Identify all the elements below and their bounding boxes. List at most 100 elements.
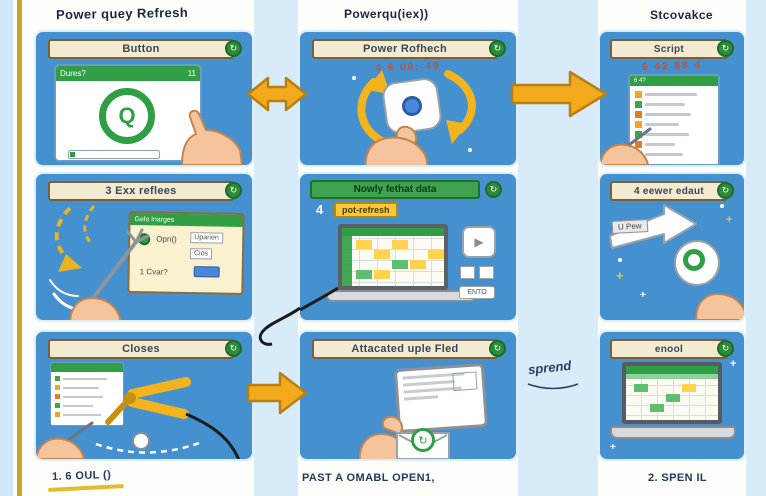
- item-icon: [635, 140, 642, 148]
- u-pew-tag: U Pew: [611, 219, 648, 234]
- item-line: [645, 142, 675, 146]
- panel-script: Script ↻ 6 42 88 4 6 4?: [598, 30, 746, 167]
- sparkle-icon: +: [610, 442, 616, 453]
- window-titlebar: 6 4?: [630, 76, 718, 86]
- sheet-header-row: [626, 366, 718, 374]
- play-tile: ▶: [462, 226, 496, 258]
- script-window: 6 4?: [628, 74, 720, 165]
- item-icon: [55, 385, 60, 390]
- list-item: [635, 90, 713, 98]
- holding-hand: [695, 293, 744, 320]
- panel-title: 3 Exx reflees: [48, 181, 234, 201]
- item-icon: [635, 100, 642, 108]
- item-line: [63, 395, 103, 398]
- strip-label-text: Nowly fethat data: [353, 184, 437, 195]
- item-line: [63, 404, 93, 407]
- option-upariens: Uparien: [190, 232, 223, 244]
- caption-center: PAST A OMABL OPEN1,: [302, 472, 435, 484]
- ento-button: ENTO: [459, 286, 495, 299]
- panel-title: Closes: [48, 339, 234, 359]
- doc-line: [403, 395, 439, 401]
- sheet-cell: [650, 404, 664, 412]
- sparkle-icon: +: [726, 214, 733, 226]
- item-line: [63, 413, 101, 416]
- ento-label: ENTO: [467, 289, 487, 296]
- play-icon: ▶: [474, 235, 484, 249]
- refresh-badge-icon: ↻: [717, 182, 734, 199]
- panel-title: enool: [610, 339, 728, 359]
- background-stripe: [518, 0, 598, 496]
- sheet-cell: [666, 394, 680, 402]
- window-title: 6 4?: [634, 78, 646, 84]
- script-list: [630, 86, 718, 162]
- search-box: [68, 150, 160, 159]
- list-item: [55, 376, 119, 381]
- refresh-badge-icon: ↻: [485, 181, 502, 198]
- sheet-cell: [392, 260, 408, 269]
- sheet-subheader-row: [626, 374, 718, 379]
- item-line: [645, 152, 683, 156]
- list-item: [55, 412, 119, 417]
- option-cios: Cios: [189, 248, 213, 260]
- panel-button: Button ↻ Dures? 11 Q: [34, 30, 254, 167]
- tablet: [393, 362, 489, 434]
- sheet-cell: [392, 240, 408, 249]
- sparkle-icon: +: [730, 358, 737, 370]
- item-line: [63, 386, 99, 389]
- option-cvar: 1 Cvar?: [139, 267, 168, 277]
- green-strip-label: Nowly fethat data: [310, 180, 480, 199]
- top-label-center: Powerqu(iex)): [344, 7, 429, 21]
- search-dot: [70, 152, 75, 157]
- yellow-accent-stripe: [17, 0, 22, 496]
- list-item: [635, 140, 713, 148]
- mini-window: [50, 362, 124, 426]
- window-badge: 11: [187, 69, 196, 78]
- list-item: [635, 150, 713, 158]
- item-line: [645, 132, 689, 136]
- popup-title: Gelo lnarges: [134, 215, 175, 224]
- panel-title: Script: [610, 39, 728, 59]
- sheet-cell: [356, 240, 372, 249]
- scribble-text: 4 6 08; 49: [375, 60, 441, 75]
- background-stripe: [746, 0, 766, 496]
- item-icon: [635, 110, 642, 118]
- item-icon: [635, 150, 642, 158]
- doc-line: [402, 379, 455, 387]
- list-item: [635, 130, 713, 138]
- refresh-badge-icon: ↻: [717, 40, 734, 57]
- background-stripe: [254, 0, 298, 496]
- item-line: [645, 112, 691, 116]
- power-query-logo: Q: [99, 88, 155, 144]
- list-item: [55, 385, 119, 390]
- gauge-circle: [132, 432, 150, 450]
- item-icon: [635, 130, 642, 138]
- refresh-badge-icon: ↻: [225, 182, 242, 199]
- panel-title: Button: [48, 39, 234, 59]
- panel-closes: Closes ↻: [34, 330, 254, 461]
- list-item: [635, 120, 713, 128]
- laptop-base: [326, 290, 476, 302]
- laptop-screen: [622, 362, 722, 424]
- doc-mini-window: [452, 371, 478, 392]
- caption-left: 1. 6 OUL (): [51, 468, 112, 484]
- refresh-icon: ↻: [418, 434, 428, 447]
- panel-eewer-edaut: 4 eewer edaut ↻ U Pew + + +: [598, 172, 746, 322]
- disc: [674, 240, 720, 286]
- item-icon: [635, 90, 642, 98]
- options-popup: Gelo lnarges Opn() Uparien Cios 1 Cvar?: [127, 210, 245, 296]
- refresh-emblem: ↻: [411, 428, 435, 452]
- caption-underline: [47, 484, 125, 492]
- item-icon: [55, 412, 60, 417]
- decor-dot: [468, 148, 472, 152]
- panel-enool: enool ↻ + +: [598, 330, 746, 461]
- decor-dot: [720, 204, 724, 208]
- window-titlebar: Dures? 11: [56, 66, 200, 81]
- list-item: [55, 394, 119, 399]
- list-item: [635, 110, 713, 118]
- refresh-badge-icon: ↻: [225, 340, 242, 357]
- item-icon: [55, 394, 60, 399]
- step-number: 4: [316, 202, 324, 217]
- top-label-left: Power quey Refresh: [55, 4, 189, 23]
- item-icon: [635, 120, 642, 128]
- refresh-badge-icon: ↻: [489, 40, 506, 57]
